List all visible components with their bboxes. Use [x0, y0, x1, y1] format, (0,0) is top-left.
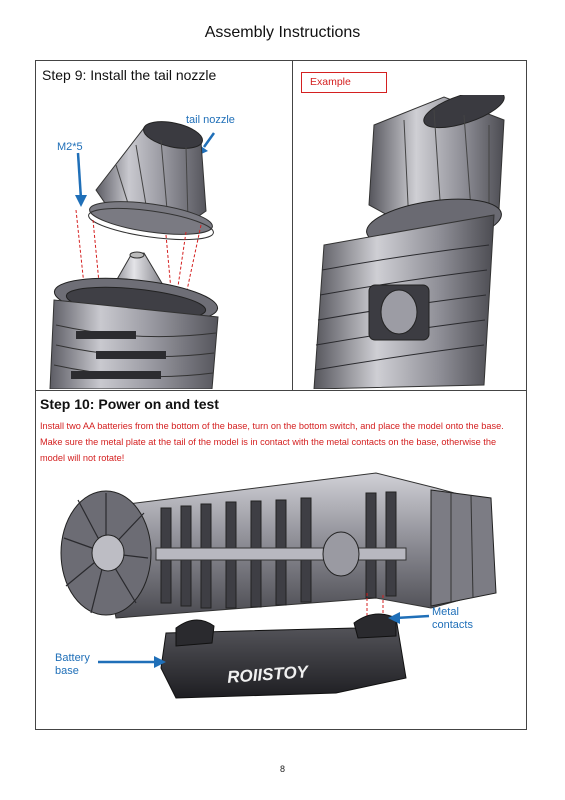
page-number: 8 [279, 764, 285, 774]
screw-callout-label: M2*5 [57, 141, 83, 153]
exploded-nozzle-illustration [49, 121, 219, 389]
section-divider-vertical [292, 60, 293, 390]
instruction-frame [35, 60, 527, 730]
step10-title: Step 10: Power on and test [40, 396, 219, 412]
nozzle-callout-label: tail nozzle [186, 114, 235, 126]
metal-contacts-callout-label: Metal contacts [432, 606, 473, 632]
battery-base-callout-line1: Battery [55, 652, 90, 664]
metal-contacts-callout-line1: Metal [432, 606, 459, 618]
page-title: Assembly Instructions [204, 24, 361, 41]
example-label: Example [301, 72, 387, 93]
battery-base-callout-line2: base [55, 665, 79, 677]
section-divider-horizontal [35, 390, 527, 391]
example-assembled-illustration [313, 95, 505, 389]
engine-on-base-illustration: ROIISTOY [60, 472, 497, 699]
step9-title: Step 9: Install the tail nozzle [42, 67, 217, 83]
step10-instructions: Install two AA batteries from the bottom… [40, 421, 504, 463]
battery-base-callout-label: Battery base [55, 652, 90, 678]
metal-contacts-callout-line2: contacts [432, 619, 473, 631]
